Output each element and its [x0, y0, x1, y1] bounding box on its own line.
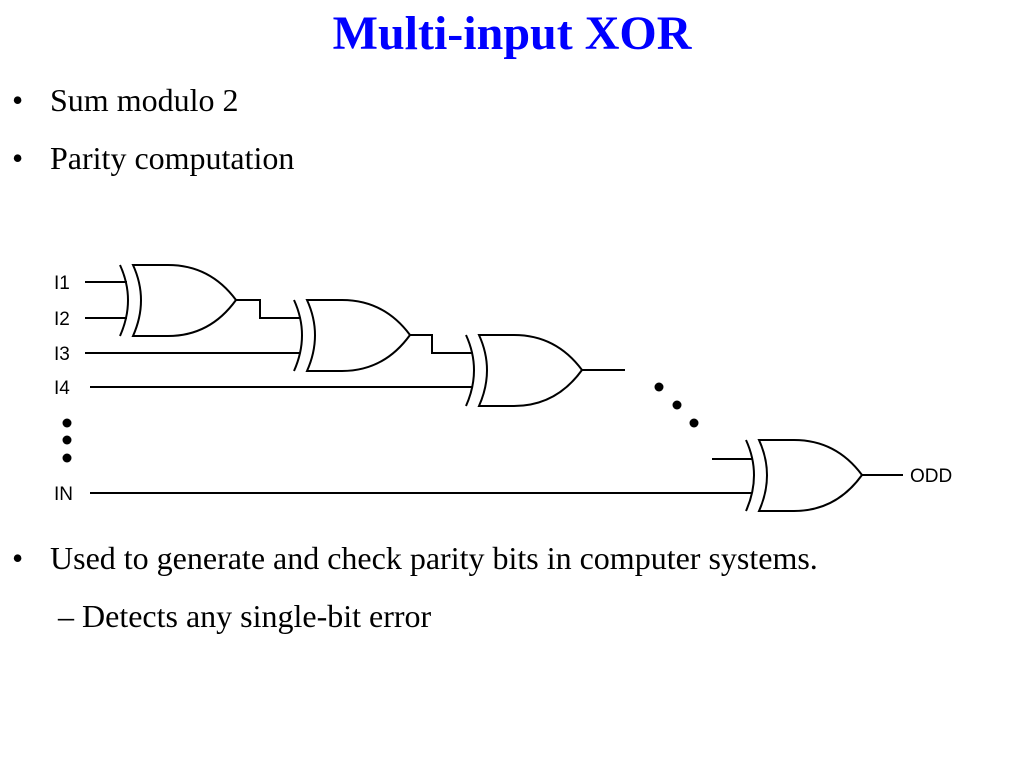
input-label: I1: [54, 273, 70, 294]
input-label: I3: [54, 344, 70, 365]
bullet-text: Parity computation: [50, 140, 295, 176]
slide-title: Multi-input XOR: [332, 7, 692, 60]
bullet-text: Used to generate and check parity bits i…: [50, 540, 818, 576]
sub-bullet-symbol: –: [58, 598, 74, 634]
wire-g2-g3: [410, 334, 473, 354]
bullet-item: • Sum modulo 2: [12, 81, 238, 119]
vertical-ellipsis-dot: [62, 418, 72, 428]
xor-chain-diagram: I1 I2 I3 I4 IN ODD: [54, 264, 952, 512]
diagonal-ellipsis-dot: [654, 382, 664, 392]
bullet-symbol: •: [12, 140, 24, 176]
diagonal-ellipsis-dot: [672, 400, 682, 410]
bullet-symbol: •: [12, 540, 24, 576]
sub-bullet-text: Detects any single-bit error: [82, 598, 432, 634]
bullet-item: • Used to generate and check parity bits …: [12, 539, 818, 577]
wire-g1-g2: [236, 299, 300, 319]
xor-gate-3: [465, 334, 584, 407]
bullet-text: Sum modulo 2: [50, 82, 239, 118]
sub-bullet-item: – Detects any single-bit error: [58, 597, 431, 635]
input-label: IN: [54, 484, 73, 505]
xor-gate-n: [745, 439, 864, 512]
xor-gate-1: [119, 264, 238, 337]
xor-gate-2: [293, 299, 412, 372]
diagonal-ellipsis-dot: [689, 418, 699, 428]
bullet-symbol: •: [12, 82, 24, 118]
vertical-ellipsis-dot: [62, 453, 72, 463]
input-label: I2: [54, 309, 70, 330]
input-label: I4: [54, 378, 70, 399]
vertical-ellipsis-dot: [62, 435, 72, 445]
output-label: ODD: [910, 466, 952, 487]
bullet-item: • Parity computation: [12, 139, 294, 177]
